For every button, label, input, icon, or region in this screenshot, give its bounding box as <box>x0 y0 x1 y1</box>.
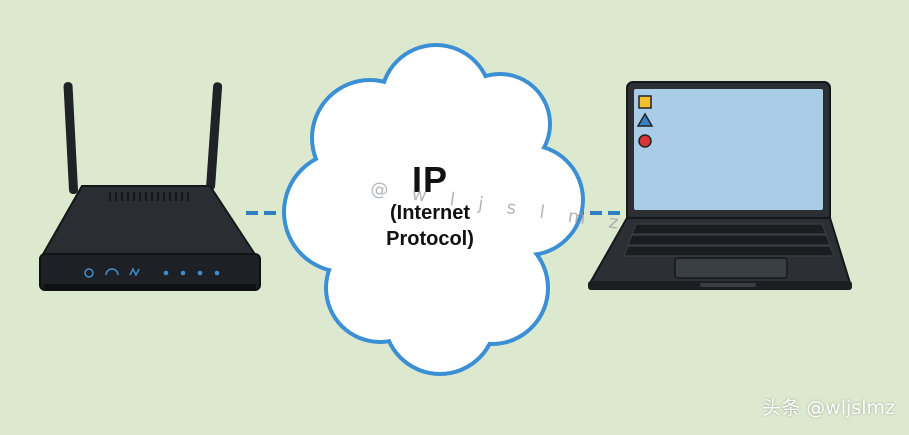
ip-subtitle-line2: Protocol) <box>386 228 474 250</box>
source-credit: 头条 @wljslmz <box>762 397 895 419</box>
router-vents <box>109 192 189 201</box>
cloud-icon <box>282 43 585 376</box>
router-top <box>40 185 258 257</box>
laptop-screen <box>634 89 823 210</box>
ip-subtitle-line1: (Internet <box>390 202 470 224</box>
laptop-icon <box>588 81 852 290</box>
laptop-trackpad <box>674 257 788 279</box>
router-antenna-left <box>63 82 78 194</box>
triangle-icon <box>636 112 654 127</box>
router-antenna-right <box>206 82 223 191</box>
laptop-keyboard <box>623 223 835 257</box>
ip-title: IP <box>411 159 448 200</box>
wifi-router-icon <box>39 82 261 291</box>
laptop-notch <box>700 283 756 287</box>
router-status-leds <box>84 267 220 278</box>
router-base-strip <box>44 284 256 290</box>
circle-icon <box>638 134 652 148</box>
cloud-label: IP (Internet Protocol) <box>330 160 530 252</box>
square-icon <box>638 95 652 109</box>
